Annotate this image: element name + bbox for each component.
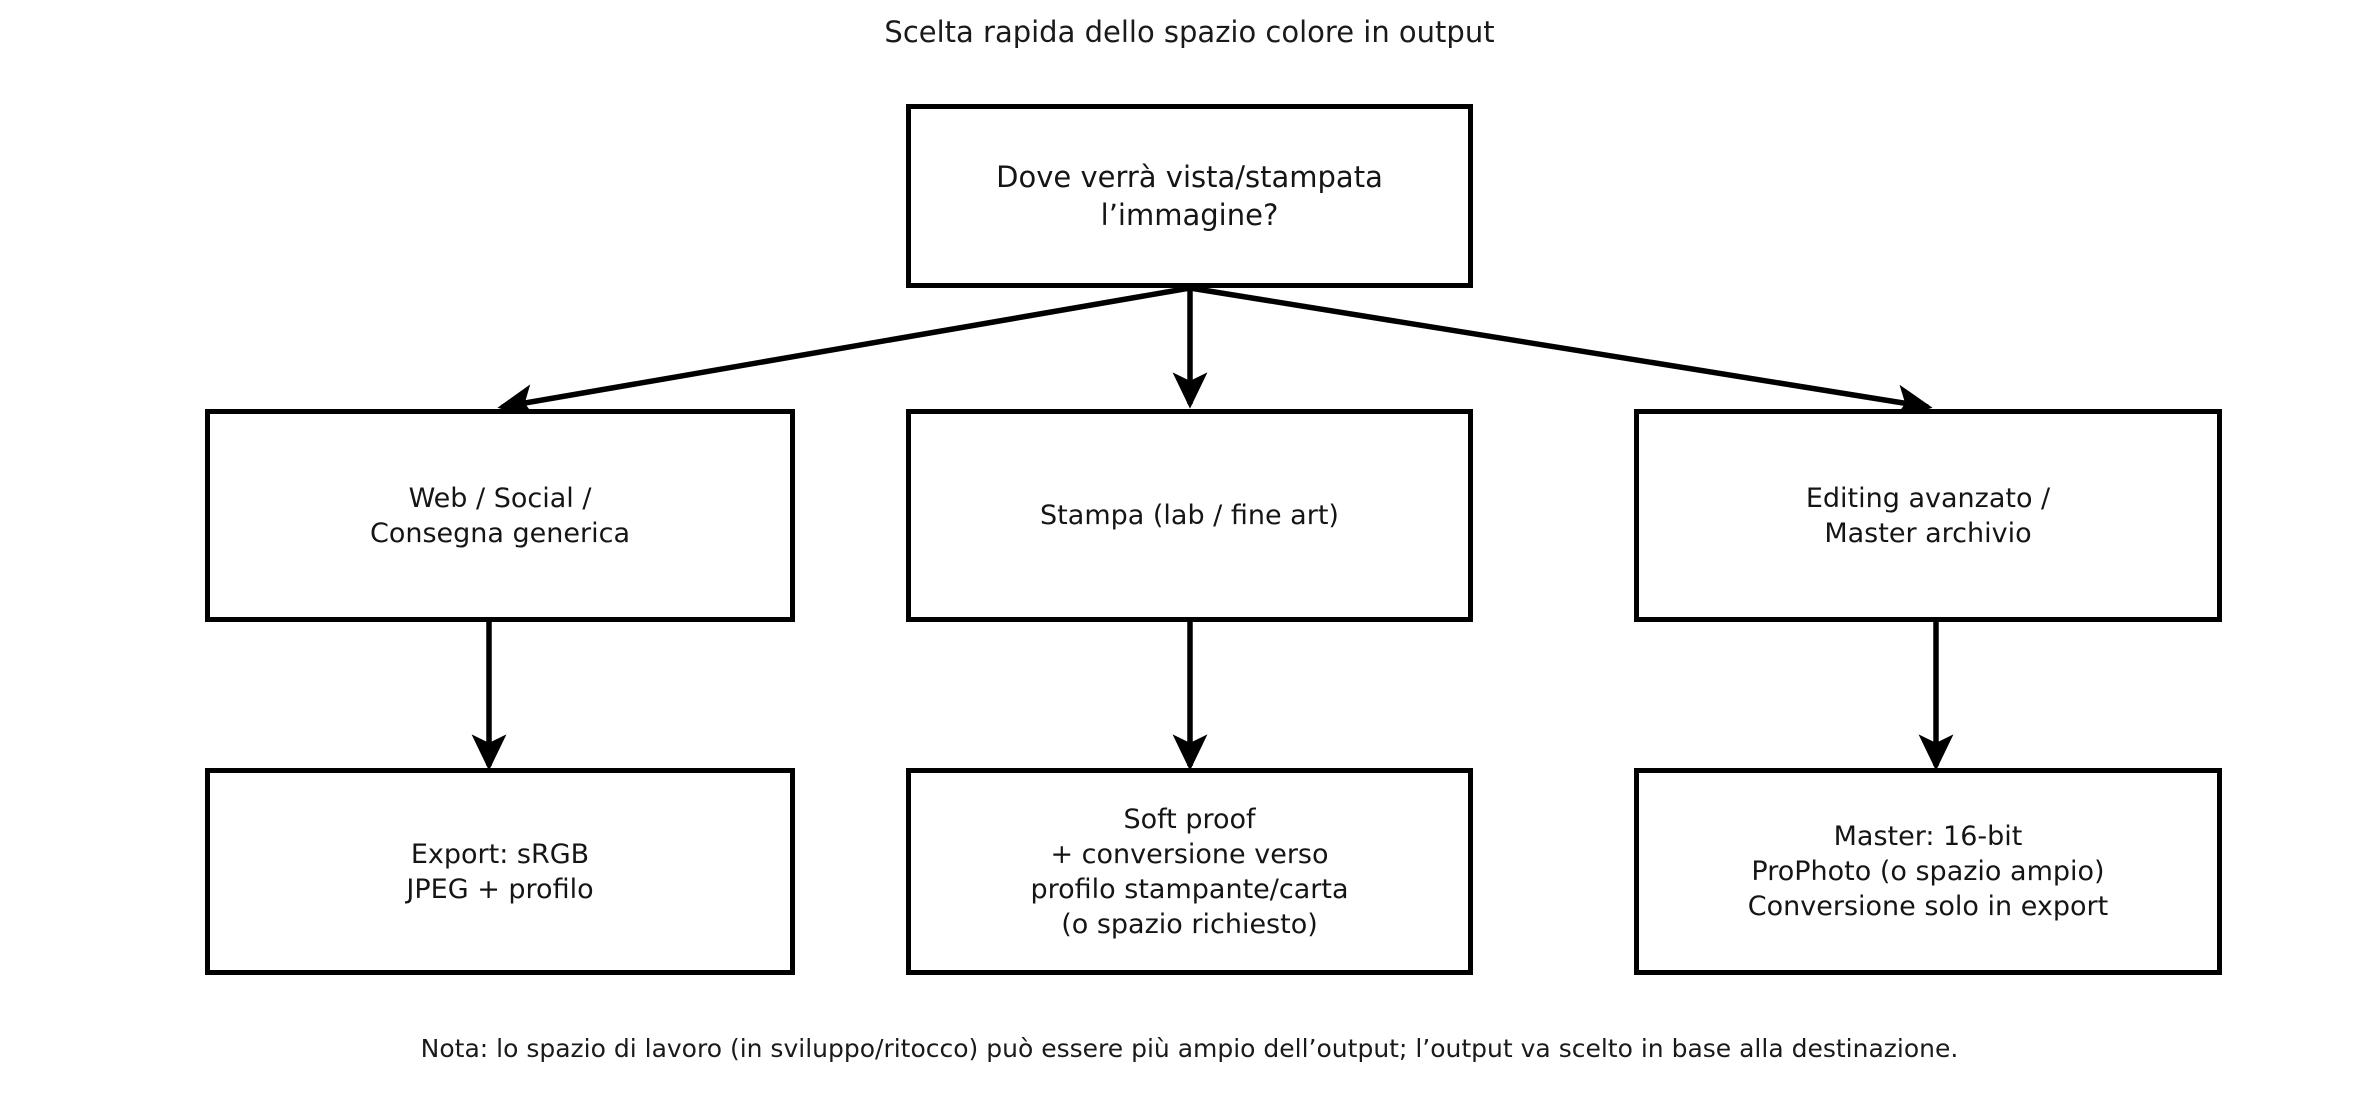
edge-decision-to-branch-left <box>497 285 1191 419</box>
node-decision[interactable]: Dove verrà vista/stampata l’immagine? <box>906 104 1473 288</box>
node-outcome-center[interactable]: Soft proof + conversione verso profilo s… <box>906 768 1473 975</box>
node-decision-label: Dove verrà vista/stampata l’immagine? <box>996 160 1383 232</box>
diagram-footnote: Nota: lo spazio di lavoro (in sviluppo/r… <box>420 1034 1959 1063</box>
edge-decision-to-branch-right <box>1189 285 1933 420</box>
node-outcome-left-label: Export: sRGB JPEG + profilo <box>406 838 594 905</box>
node-branch-right[interactable]: Editing avanzato / Master archivio <box>1634 409 2222 622</box>
node-branch-right-label: Editing avanzato / Master archivio <box>1805 482 2051 549</box>
node-outcome-left[interactable]: Export: sRGB JPEG + profilo <box>205 768 795 975</box>
node-outcome-right[interactable]: Master: 16-bit ProPhoto (o spazio ampio)… <box>1634 768 2222 975</box>
diagram-title: Scelta rapida dello spazio colore in out… <box>884 15 1495 49</box>
node-outcome-center-label: Soft proof + conversione verso profilo s… <box>1030 803 1349 940</box>
node-outcome-right-label: Master: 16-bit ProPhoto (o spazio ampio)… <box>1747 821 2109 922</box>
node-branch-left-label: Web / Social / Consegna generica <box>369 482 630 549</box>
node-branch-left[interactable]: Web / Social / Consegna generica <box>205 409 795 622</box>
node-branch-center-label: Stampa (lab / fine art) <box>1040 500 1339 531</box>
node-branch-center[interactable]: Stampa (lab / fine art) <box>906 409 1473 622</box>
